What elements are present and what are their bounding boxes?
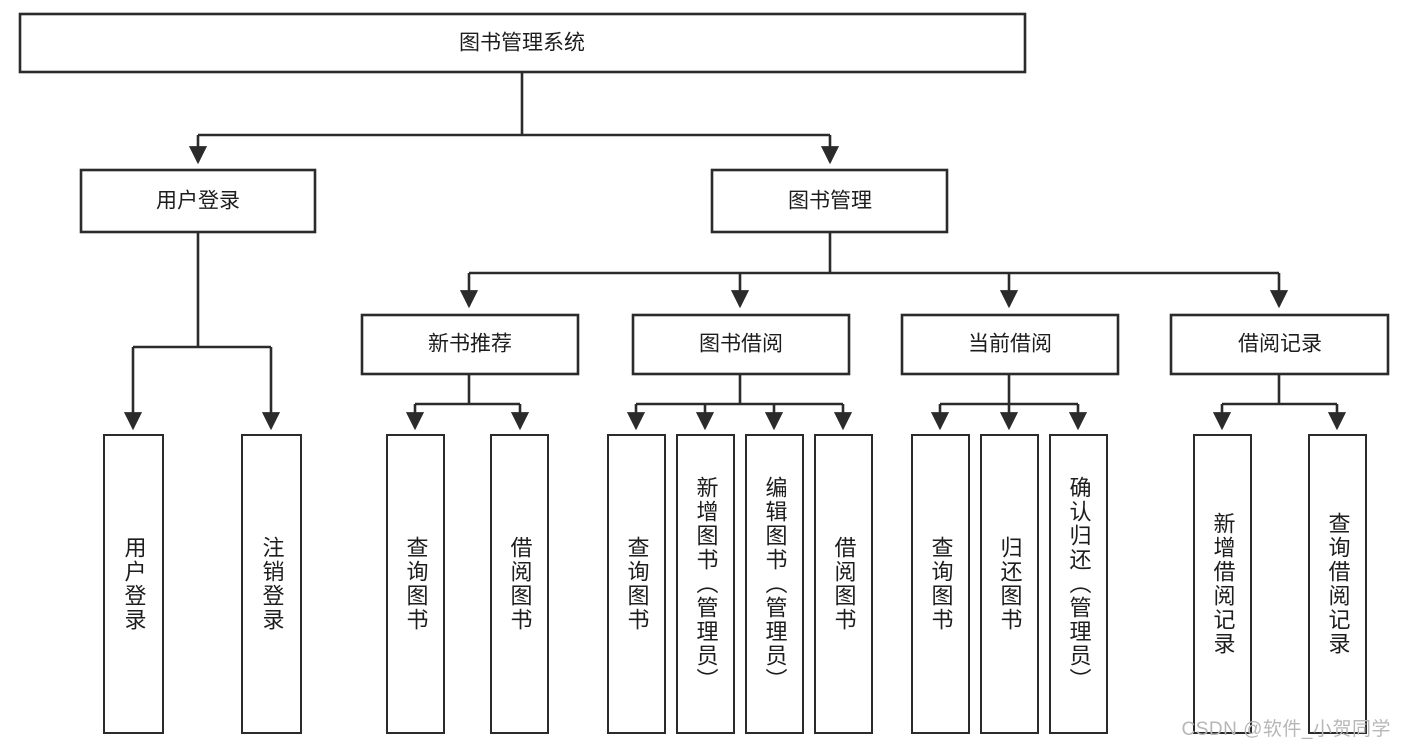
leaf-cb-confirm-return[interactable]: 确认归还（管理员） bbox=[1049, 434, 1108, 734]
connector-group-book-borrow-leaves bbox=[626, 374, 853, 431]
leaf-cb-query-book[interactable]: 查询图书 bbox=[911, 434, 970, 734]
leaf-cb-confirm-return-label: 确认归还（管理员） bbox=[1066, 476, 1092, 692]
leaf-user-login[interactable]: 用户登录 bbox=[103, 434, 164, 734]
leaf-bb-query-book-label: 查询图书 bbox=[624, 536, 650, 632]
leaf-br-add-record-label: 新增借阅记录 bbox=[1210, 512, 1236, 656]
leaf-nb-query-book[interactable]: 查询图书 bbox=[386, 434, 445, 734]
node-borrow-record-label: 借阅记录 bbox=[1238, 333, 1322, 356]
leaf-br-query-record[interactable]: 查询借阅记录 bbox=[1308, 434, 1367, 734]
leaf-nb-query-book-label: 查询图书 bbox=[403, 536, 429, 632]
leaf-bb-add-book[interactable]: 新增图书（管理员） bbox=[676, 434, 735, 734]
leaf-logout-login[interactable]: 注销登录 bbox=[241, 434, 302, 734]
node-current-borrow[interactable]: 当前借阅 bbox=[900, 313, 1120, 376]
leaf-bb-edit-book-label: 编辑图书（管理员） bbox=[762, 476, 788, 692]
node-user-login[interactable]: 用户登录 bbox=[79, 168, 317, 234]
leaf-bb-query-book[interactable]: 查询图书 bbox=[607, 434, 666, 734]
node-book-borrow-label: 图书借阅 bbox=[699, 333, 783, 356]
node-current-borrow-label: 当前借阅 bbox=[968, 333, 1052, 356]
leaf-nb-borrow-book-label: 借阅图书 bbox=[507, 536, 533, 632]
leaf-user-login-label: 用户登录 bbox=[121, 536, 147, 632]
leaf-br-add-record[interactable]: 新增借阅记录 bbox=[1193, 434, 1252, 734]
node-user-login-rect[interactable] bbox=[79, 168, 317, 234]
leaf-cb-return-book[interactable]: 归还图书 bbox=[980, 434, 1039, 734]
connector-group-new-book-leaves bbox=[405, 374, 530, 431]
connector-group-level3 bbox=[459, 232, 1289, 309]
node-book-borrow-rect[interactable] bbox=[631, 313, 851, 376]
leaf-bb-borrow-book-label: 借阅图书 bbox=[831, 536, 857, 632]
node-user-login-label: 用户登录 bbox=[156, 190, 240, 213]
leaf-logout-login-label: 注销登录 bbox=[259, 536, 285, 632]
leaf-br-query-record-label: 查询借阅记录 bbox=[1325, 512, 1351, 656]
node-root[interactable]: 图书管理系统 bbox=[18, 12, 1027, 74]
node-book-borrow[interactable]: 图书借阅 bbox=[631, 313, 851, 376]
connector-group-root bbox=[188, 72, 840, 165]
node-borrow-record[interactable]: 借阅记录 bbox=[1169, 313, 1390, 376]
connector-group-user-login-leaves bbox=[123, 232, 281, 431]
node-root-rect[interactable] bbox=[18, 12, 1027, 74]
leaf-bb-edit-book[interactable]: 编辑图书（管理员） bbox=[745, 434, 804, 734]
node-new-book-recommend[interactable]: 新书推荐 bbox=[360, 313, 580, 376]
connector-group-borrow-record-leaves bbox=[1212, 374, 1347, 431]
leaf-nb-borrow-book[interactable]: 借阅图书 bbox=[490, 434, 549, 734]
node-borrow-record-rect[interactable] bbox=[1169, 313, 1390, 376]
node-new-book-rect[interactable] bbox=[360, 313, 580, 376]
leaf-cb-return-book-label: 归还图书 bbox=[997, 536, 1023, 632]
leaf-bb-borrow-book[interactable]: 借阅图书 bbox=[814, 434, 873, 734]
leaf-cb-query-book-label: 查询图书 bbox=[928, 536, 954, 632]
node-root-label: 图书管理系统 bbox=[459, 32, 585, 55]
node-book-manage[interactable]: 图书管理 bbox=[710, 168, 949, 234]
node-book-manage-rect[interactable] bbox=[710, 168, 949, 234]
node-current-borrow-rect[interactable] bbox=[900, 313, 1120, 376]
connector-group-current-borrow-leaves bbox=[930, 374, 1088, 431]
node-new-book-label: 新书推荐 bbox=[428, 333, 512, 356]
leaf-bb-add-book-label: 新增图书（管理员） bbox=[693, 476, 719, 692]
node-book-manage-label: 图书管理 bbox=[788, 190, 872, 213]
